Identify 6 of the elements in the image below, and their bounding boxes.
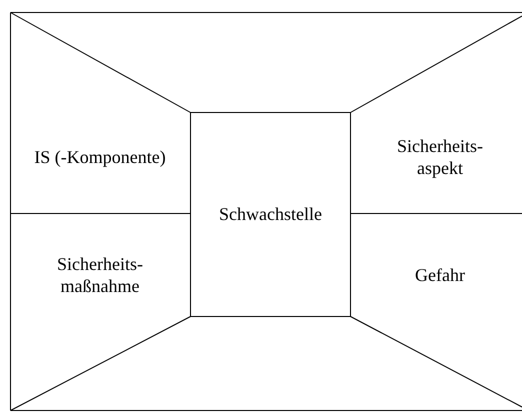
- box-label: Schwachstelle: [219, 203, 322, 226]
- region-label: Sicherheits-maßnahme: [56, 252, 144, 298]
- center-box: [190, 112, 351, 317]
- region-label: IS (-Komponente): [34, 146, 166, 168]
- region-label: Gefahr: [415, 264, 465, 286]
- region-label: Sicherheits-aspekt: [396, 134, 484, 180]
